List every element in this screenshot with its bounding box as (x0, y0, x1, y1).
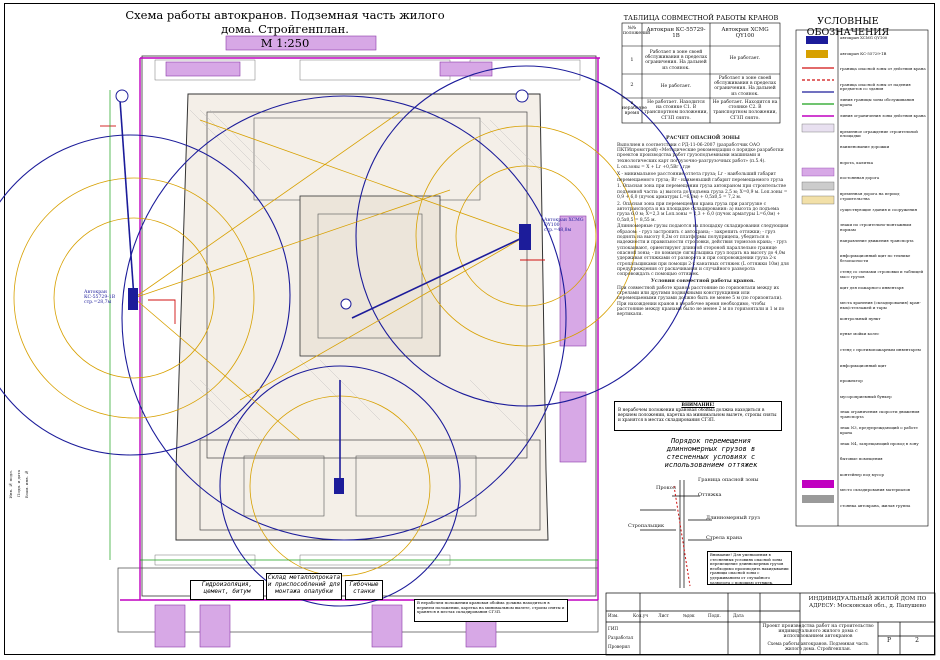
order-title: Порядок перемещения длинномерных грузов … (664, 437, 758, 469)
legend-item: стенд с противопожарным инвентарем (840, 347, 921, 352)
stamp-col-label: №док (683, 613, 695, 618)
joint-crane1: Автокран КС-55729-1В (646, 27, 706, 39)
legend-item: автокран XCMG QY100 (840, 35, 888, 40)
legend-item: бытовые помещения (840, 456, 883, 462)
order-label-ottyazhka: Оттяжка (698, 492, 722, 498)
legend-item: автокран КС-55729-1В (840, 50, 887, 56)
joint-col-num: №№ положений (623, 26, 651, 37)
joint-row1-num: 1 (630, 57, 634, 63)
legend-item: стоянка автокрана, жилая группа (840, 503, 911, 508)
stamp-sheet-title: Проект производства работ на строительст… (762, 624, 874, 640)
legend-item: временное ограждение строительной площад… (840, 128, 918, 139)
storage-bending: Гибочные станки (345, 580, 383, 600)
stamp-col-label: Подп. (708, 613, 721, 618)
stamp-sheet-num: 2 (915, 637, 919, 644)
warning-box: ВНИМАНИЕ! В нерабочем положении крановая… (614, 401, 782, 431)
stamp-col-label: Кол.уч (633, 613, 648, 618)
legend-item: информационный щит (840, 362, 887, 368)
joint-row2-c2: Работает в зоне своей обслуживания в пре… (713, 76, 777, 97)
legend-item: граница опасной зоны от падения предмето… (840, 81, 911, 92)
calc-p3: Длинномерные грузы подаются на площадку … (617, 224, 789, 278)
warning-text: В нерабочем положении крановая обойма до… (618, 408, 777, 423)
joint-row2-c1: Не работает. (660, 84, 692, 89)
legend-item: пункт мойки колес (840, 331, 880, 337)
title-line-1: Схема работы автокранов. Подземная часть… (125, 8, 445, 36)
side-label: Подп. и дата (16, 470, 21, 497)
calc-header: РАСЧЕТ ОПАСНОЙ ЗОНЫ (666, 135, 740, 141)
legend-item: знаки по строительно-монтажным нормам (840, 222, 912, 232)
stamp-project: ИНДИВИДУАЛЬНЫЙ ЖИЛОЙ ДОМ ПО АДРЕСУ: Моск… (808, 596, 927, 609)
calc-formula: L оп.зоны = X + Lг +0,5Bг , где (617, 165, 691, 171)
order-label-border: Граница опасной зоны (698, 477, 759, 483)
bottom-note: В нерабочем положении крановая обойма до… (414, 599, 568, 622)
title-scale: М 1:250 (260, 36, 310, 50)
legend-item: постоянная дорога (840, 175, 880, 181)
order-label-boom: Стрела крана (706, 535, 743, 541)
warning-2-box: Внимание! Для уменьшения в стесненных ус… (707, 551, 792, 585)
legend-item: существующие здания и сооружения (840, 206, 918, 212)
calc-p2: 2. Опасная зона при перемещении крана гр… (617, 201, 781, 223)
legend-item: мусороприемный бункер (840, 393, 892, 399)
stamp-stage: Р (886, 637, 892, 644)
stamp-role: Проверил (608, 644, 630, 649)
legend-item: линия границы зоны обслуживания крана (840, 97, 915, 107)
crane-2-label: Автокран XCMG QY100 стр.=48,8м (544, 218, 584, 234)
calc-defs: X - минимальное расстояние отлета груза;… (617, 172, 784, 183)
joint-row1-c2: Не работает. (729, 56, 761, 61)
stamp-role: Разработал (608, 635, 634, 640)
side-label: Взам. инв. № (24, 470, 29, 499)
joint-row2-num: 2 (630, 82, 634, 88)
legend-item: места хранения (складирования) кран-ных/… (840, 300, 921, 310)
joint-table-title: ТАБЛИЦА СОВМЕСТНОЙ РАБОТЫ КРАНОВ (623, 14, 779, 22)
warning-header: ВНИМАНИЕ! (681, 403, 715, 408)
legend-item: знак N4, запрещающий проход в зону (840, 440, 919, 446)
side-label: Инв. № подл. (8, 470, 13, 499)
danger-zone-calc: РАСЧЕТ ОПАСНОЙ ЗОНЫ Выполнен в соответст… (617, 135, 789, 319)
legend-item: направление движения транспорта (840, 237, 914, 243)
calc-intro: Выполнен в соответствии с РД-11-06-2007 … (617, 142, 784, 164)
calc-p1: 1. Опасная зона при перемещении груза ав… (617, 184, 788, 200)
legend-item: контрольный пункт (840, 315, 881, 321)
joint-work-text: При совместной работе кранов расстояние … (617, 285, 785, 318)
legend-item: щит для пожарного инвентаря (840, 284, 904, 290)
legend-item: контейнер под мусор (840, 471, 884, 477)
storage-metal: Склад металлопроката и приспособлений дл… (266, 573, 342, 600)
stamp-col-label: Изм. (608, 613, 619, 618)
joint-row3-num: в нерабочее время (622, 101, 647, 117)
legend-item: временная дорога на период строительства (840, 191, 900, 201)
legend-item: знак N3, предупреждающий о работе крана (840, 425, 918, 435)
joint-row1-c1: Работает в зоне своей обслуживания в пре… (644, 50, 708, 71)
joint-row3-c1: Не работает. Находится на стоянке С1. В … (644, 100, 708, 121)
order-label-prokol: Прокол (656, 485, 676, 491)
legend-title: УСЛОВНЫЕ ОБОЗНАЧЕНИЯ (806, 16, 890, 38)
joint-crane2: Автокран XCMG QY100 (721, 27, 769, 39)
legend-item: линия ограничения зоны действия крана (840, 113, 926, 118)
legend-item: информационный щит по технике безопаснос… (840, 253, 911, 263)
order-label-gruz: Длинномерный груз (706, 515, 761, 521)
drawing-frame (4, 3, 935, 655)
joint-row3-c2: Не работает. Находится на стоянке С2. В … (712, 100, 778, 121)
stamp-col-label: Дата (733, 613, 744, 618)
legend-item: граница опасной зоны от действия крана (840, 66, 926, 72)
order-label-slinger: Стропальщик (628, 523, 665, 529)
legend-item: место складирования материалов (840, 487, 911, 493)
legend-item: стенд со схемами строповки и таблицей ма… (840, 269, 924, 279)
stamp-col-label: Лист (658, 613, 669, 618)
legend-item: прожектор (840, 378, 863, 384)
drawing-title: Схема работы автокранов. Подземная часть… (125, 8, 445, 50)
stamp-sheet-name: Схема работы автокранов. Подземная часть… (767, 642, 869, 653)
storage-waterproofing: Гидроизоляция, цемент, битум (190, 580, 264, 600)
crane-1-label: Автокран КС-55729-1В стр.=28,7м (84, 290, 116, 306)
legend-item: знак ограничения скорости движения транс… (840, 409, 920, 419)
legend-item: ворота, калитка (840, 159, 874, 165)
joint-work-header: Условия совместной работы кранов. (651, 277, 755, 284)
legend-item: наименование дорожки (840, 144, 890, 150)
stamp-role: ГИП (608, 626, 619, 631)
